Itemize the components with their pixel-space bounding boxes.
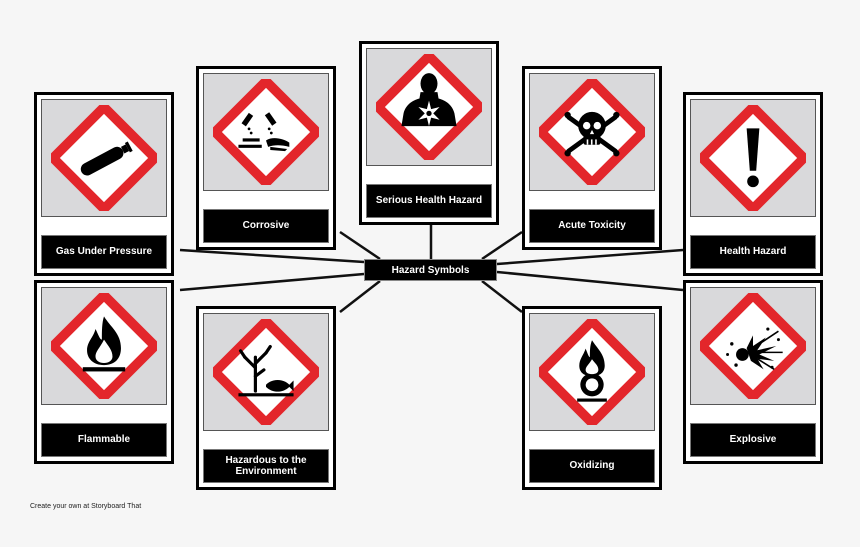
connector-line	[496, 248, 684, 266]
hazard-card-oxidizing: Oxidizing	[522, 306, 662, 490]
hazard-card-corrosive: Corrosive	[196, 66, 336, 250]
exclamation-mark-icon	[700, 105, 806, 211]
hazard-card-gas-under-pressure: Gas Under Pressure	[34, 92, 174, 276]
connector-line	[179, 248, 365, 264]
hazard-label: Explosive	[690, 423, 816, 457]
pictogram-frame	[203, 313, 329, 431]
connector-line	[179, 272, 365, 292]
exploding-bomb-icon	[700, 293, 806, 399]
hazard-card-acute-toxicity: Acute Toxicity	[522, 66, 662, 250]
environment-icon	[213, 319, 319, 425]
hazard-card-hazardous-to-the-environment: Hazardous to the Environment	[196, 306, 336, 490]
pictogram-frame	[366, 48, 492, 166]
hazard-card-flammable: Flammable	[34, 280, 174, 464]
pictogram-frame	[529, 313, 655, 431]
connector-line	[339, 230, 381, 261]
pictogram-frame	[690, 287, 816, 405]
hazard-label: Gas Under Pressure	[41, 235, 167, 269]
hazard-label: Acute Toxicity	[529, 209, 655, 243]
pictogram-frame	[529, 73, 655, 191]
pictogram-frame	[41, 99, 167, 217]
credit-text: Create your own at Storyboard That	[30, 503, 142, 510]
connector-line	[496, 270, 684, 292]
connector-line	[481, 280, 523, 313]
hazard-label: Flammable	[41, 423, 167, 457]
health-hazard-person-icon	[376, 54, 482, 160]
gas-cylinder-icon	[51, 105, 157, 211]
hazard-card-serious-health-hazard: Serious Health Hazard	[359, 41, 499, 225]
connector-line	[481, 230, 523, 261]
pictogram-frame	[41, 287, 167, 405]
hazard-label: Serious Health Hazard	[366, 184, 492, 218]
corrosion-icon	[213, 79, 319, 185]
hazard-label: Hazardous to the Environment	[203, 449, 329, 483]
pictogram-frame	[203, 73, 329, 191]
flame-icon	[51, 293, 157, 399]
hazard-card-explosive: Explosive	[683, 280, 823, 464]
hazard-card-health-hazard: Health Hazard	[683, 92, 823, 276]
pictogram-frame	[690, 99, 816, 217]
skull-crossbones-icon	[539, 79, 645, 185]
connector-line	[339, 280, 381, 313]
hazard-label: Corrosive	[203, 209, 329, 243]
flame-over-circle-icon	[539, 319, 645, 425]
hazard-label: Health Hazard	[690, 235, 816, 269]
center-label: Hazard Symbols	[364, 259, 497, 281]
hazard-label: Oxidizing	[529, 449, 655, 483]
